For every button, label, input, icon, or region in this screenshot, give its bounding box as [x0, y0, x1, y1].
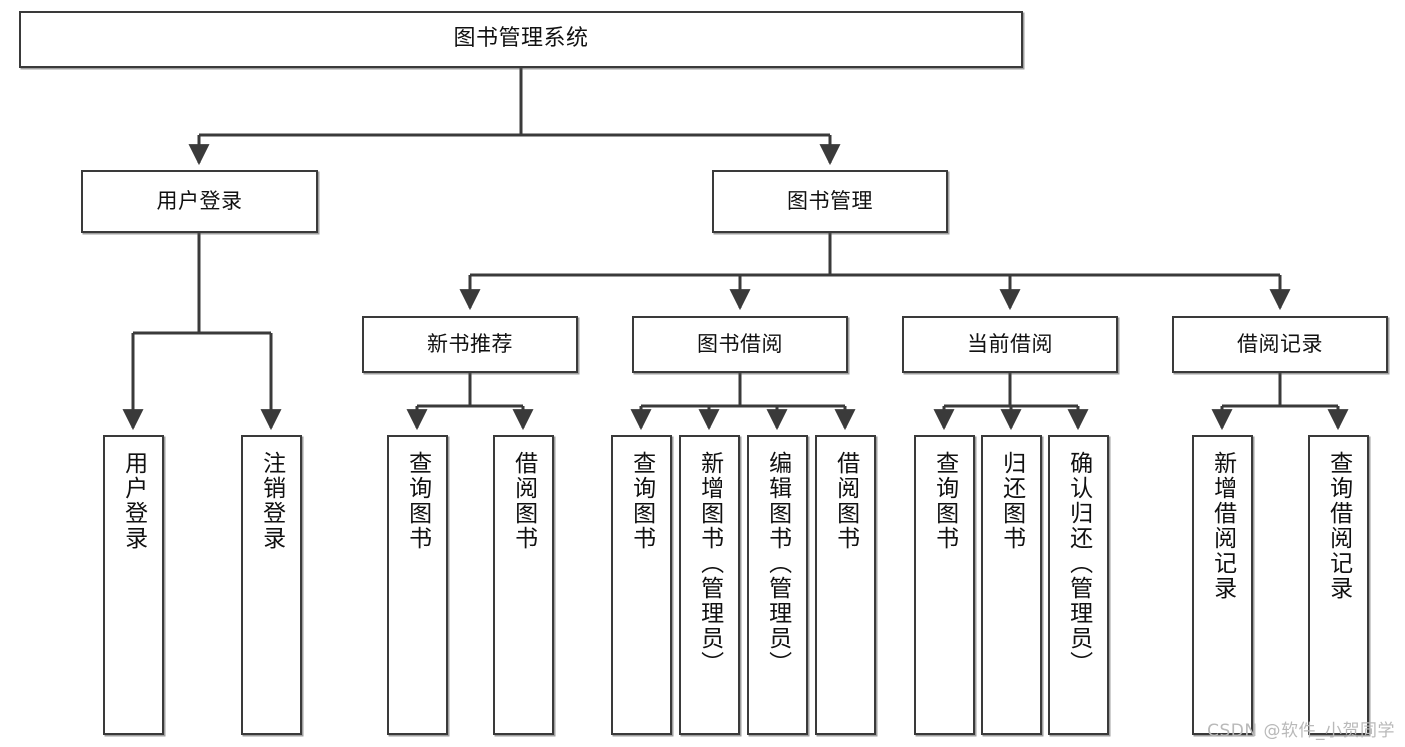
node-leaf-confirm-return[interactable]: 确认归还（管理员）	[1048, 435, 1109, 735]
node-leaf-return-book[interactable]: 归还图书	[981, 435, 1042, 735]
node-leaf-borrow-book-2[interactable]: 借阅图书	[815, 435, 876, 735]
node-leaf-query-book-1[interactable]: 查询图书	[387, 435, 448, 735]
node-label: 借阅图书	[832, 451, 859, 551]
node-user-login[interactable]: 用户登录	[81, 170, 318, 233]
node-label: 新增图书（管理员）	[696, 451, 723, 676]
node-borrow-record[interactable]: 借阅记录	[1172, 316, 1388, 373]
node-label: 用户登录	[120, 451, 147, 551]
node-label: 编辑图书（管理员）	[764, 451, 791, 676]
node-label: 查询图书	[404, 451, 431, 551]
node-current-borrow[interactable]: 当前借阅	[902, 316, 1118, 373]
node-new-book-recommend[interactable]: 新书推荐	[362, 316, 578, 373]
node-book-borrow[interactable]: 图书借阅	[632, 316, 848, 373]
node-label: 图书管理系统	[453, 26, 589, 52]
node-leaf-query-book-2[interactable]: 查询图书	[611, 435, 672, 735]
node-label: 借阅图书	[510, 451, 537, 551]
node-label: 借阅记录	[1237, 331, 1323, 356]
node-label: 查询图书	[931, 451, 958, 551]
node-leaf-borrow-book-1[interactable]: 借阅图书	[493, 435, 554, 735]
node-label: 确认归还（管理员）	[1065, 451, 1092, 676]
node-label: 归还图书	[998, 451, 1025, 551]
node-label: 图书管理	[787, 188, 873, 213]
node-label: 图书借阅	[697, 331, 783, 356]
node-leaf-edit-book[interactable]: 编辑图书（管理员）	[747, 435, 808, 735]
node-label: 新增借阅记录	[1209, 451, 1236, 601]
node-book-manage[interactable]: 图书管理	[712, 170, 948, 233]
node-label: 注销登录	[258, 451, 285, 551]
node-leaf-user-login[interactable]: 用户登录	[103, 435, 164, 735]
node-label: 查询借阅记录	[1325, 451, 1352, 601]
node-label: 新书推荐	[427, 331, 513, 356]
node-leaf-add-record[interactable]: 新增借阅记录	[1192, 435, 1253, 735]
node-leaf-add-book[interactable]: 新增图书（管理员）	[679, 435, 740, 735]
node-root-system[interactable]: 图书管理系统	[19, 11, 1023, 68]
node-label: 当前借阅	[967, 331, 1053, 356]
node-label: 用户登录	[156, 188, 243, 213]
node-leaf-user-logout[interactable]: 注销登录	[241, 435, 302, 735]
node-label: 查询图书	[628, 451, 655, 551]
node-leaf-query-book-3[interactable]: 查询图书	[914, 435, 975, 735]
node-leaf-query-record[interactable]: 查询借阅记录	[1308, 435, 1369, 735]
